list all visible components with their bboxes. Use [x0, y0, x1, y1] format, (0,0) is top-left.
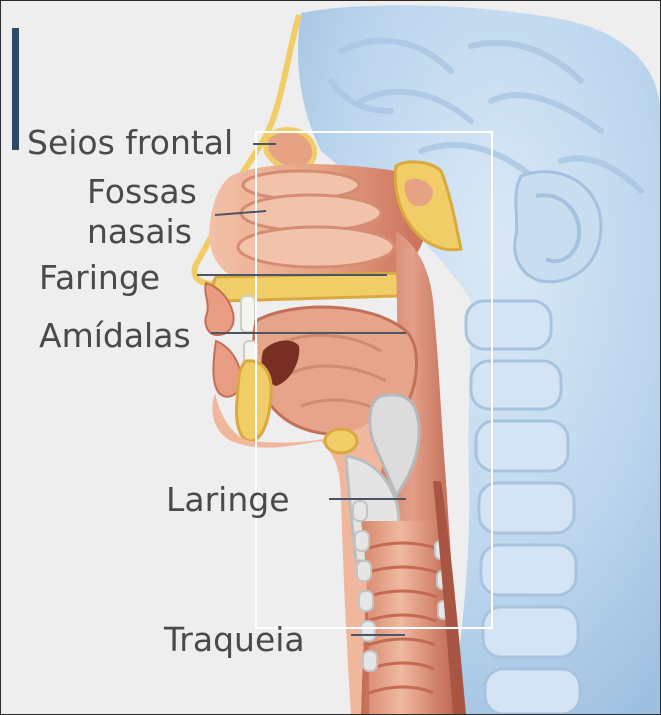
label-pharynx: Faringe	[39, 259, 160, 297]
label-trachea: Traqueia	[164, 621, 305, 659]
jaw-bone	[237, 361, 272, 441]
accent-bar	[12, 28, 19, 150]
label-frontal-sinus: Seios frontal	[27, 124, 233, 162]
trachea	[361, 521, 441, 714]
frontal-sinus	[266, 129, 315, 169]
label-larynx: Laringe	[166, 481, 290, 519]
label-nasal-fossae-line1: Fossas	[87, 173, 197, 211]
label-nasal-fossae-line2: nasais	[87, 213, 192, 251]
label-tonsils: Amídalas	[39, 317, 191, 355]
hyoid-bone	[325, 429, 357, 453]
upper-tooth	[241, 296, 255, 332]
